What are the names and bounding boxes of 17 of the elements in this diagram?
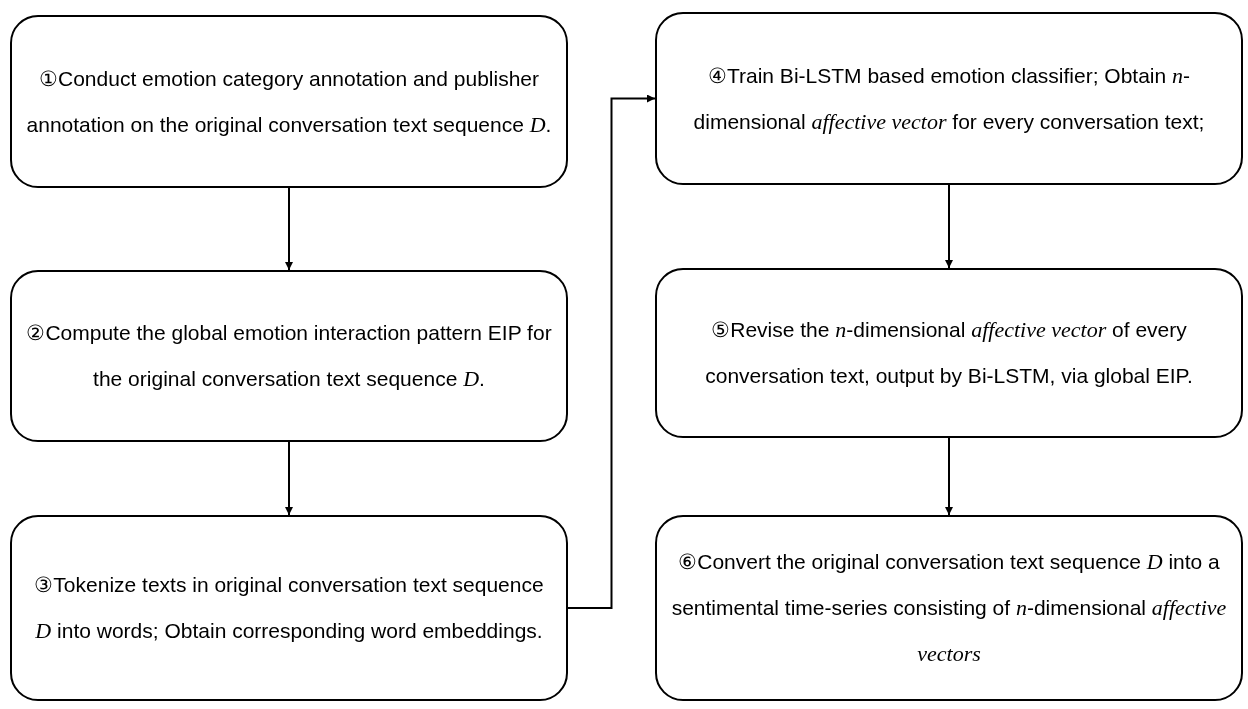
arrow — [945, 437, 953, 516]
process-box — [655, 12, 1243, 185]
step-text: ⑥Convert the original conversation text sequence D into a sentimental time-series consisting of n-dimensional affective vectors — [670, 548, 1228, 668]
process-box — [655, 268, 1243, 438]
process-box — [10, 15, 568, 188]
step-text: ④Train Bi-LSTM based emotion classifier; Obtain n-dimensional affective vector for every conversation text; — [692, 61, 1206, 136]
process-box — [655, 515, 1243, 701]
step-text: ①Conduct emotion category annotation and publisher annotation on the original conversation text sequence D. — [25, 65, 553, 139]
arrow — [285, 441, 293, 516]
arrow — [567, 94, 656, 609]
step-text: ⑤Revise the n-dimensional affective vector of every conversation text, output by Bi-LSTM, via global EIP. — [704, 316, 1194, 389]
process-box — [10, 270, 568, 442]
step-text: ②Compute the global emotion interaction pattern EIP for the original conversation text sequence D. — [25, 320, 553, 393]
process-box — [10, 515, 568, 701]
arrow — [285, 187, 293, 271]
step-text: ③Tokenize texts in original conversation text sequence D into words; Obtain corresponding word embeddings. — [33, 572, 545, 645]
arrow — [945, 184, 953, 269]
